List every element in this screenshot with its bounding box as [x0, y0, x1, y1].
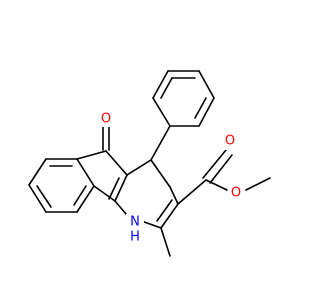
- bond: [108, 177, 120, 200]
- carbonyl-oxygen: O: [222, 134, 238, 150]
- bond: [160, 77, 173, 99]
- bond: [198, 70, 215, 99]
- bond: [93, 185, 116, 202]
- bond: [76, 185, 95, 213]
- bond: [160, 227, 171, 257]
- bond: [150, 159, 171, 188]
- atom-symbol: N: [130, 215, 140, 230]
- bond: [150, 125, 171, 161]
- atom-symbol: O: [101, 112, 111, 127]
- bond: [105, 150, 128, 176]
- bond: [156, 199, 173, 222]
- ketone-oxygen: O: [97, 111, 113, 127]
- structure-diagram: O O O N H: [28, 70, 271, 257]
- atom-symbol: O: [231, 186, 241, 201]
- atom-symbol: O: [225, 134, 235, 149]
- bond: [152, 97, 171, 127]
- bond: [76, 150, 107, 160]
- ring-nitrogen: N H: [126, 214, 144, 246]
- bond: [28, 184, 47, 213]
- bond: [152, 70, 169, 99]
- bond: [202, 149, 227, 179]
- bond: [245, 177, 271, 191]
- ether-oxygen: O: [228, 186, 244, 202]
- bond: [76, 158, 95, 187]
- bond: [114, 174, 128, 202]
- bond: [126, 159, 152, 176]
- bond: [177, 179, 207, 205]
- bond: [28, 158, 47, 186]
- bond: [209, 154, 233, 184]
- bond: [160, 203, 179, 229]
- bond: [36, 185, 52, 208]
- atom-labels: O O O N H: [97, 111, 244, 246]
- bonds: [28, 70, 271, 257]
- bond: [205, 179, 228, 191]
- atom-symbol: H: [130, 230, 140, 245]
- bond: [114, 200, 127, 215]
- molecule-canvas: O O O N H: [28, 70, 271, 257]
- bond: [169, 186, 179, 205]
- bond: [194, 97, 207, 119]
- bond: [198, 97, 215, 127]
- bond: [73, 185, 87, 206]
